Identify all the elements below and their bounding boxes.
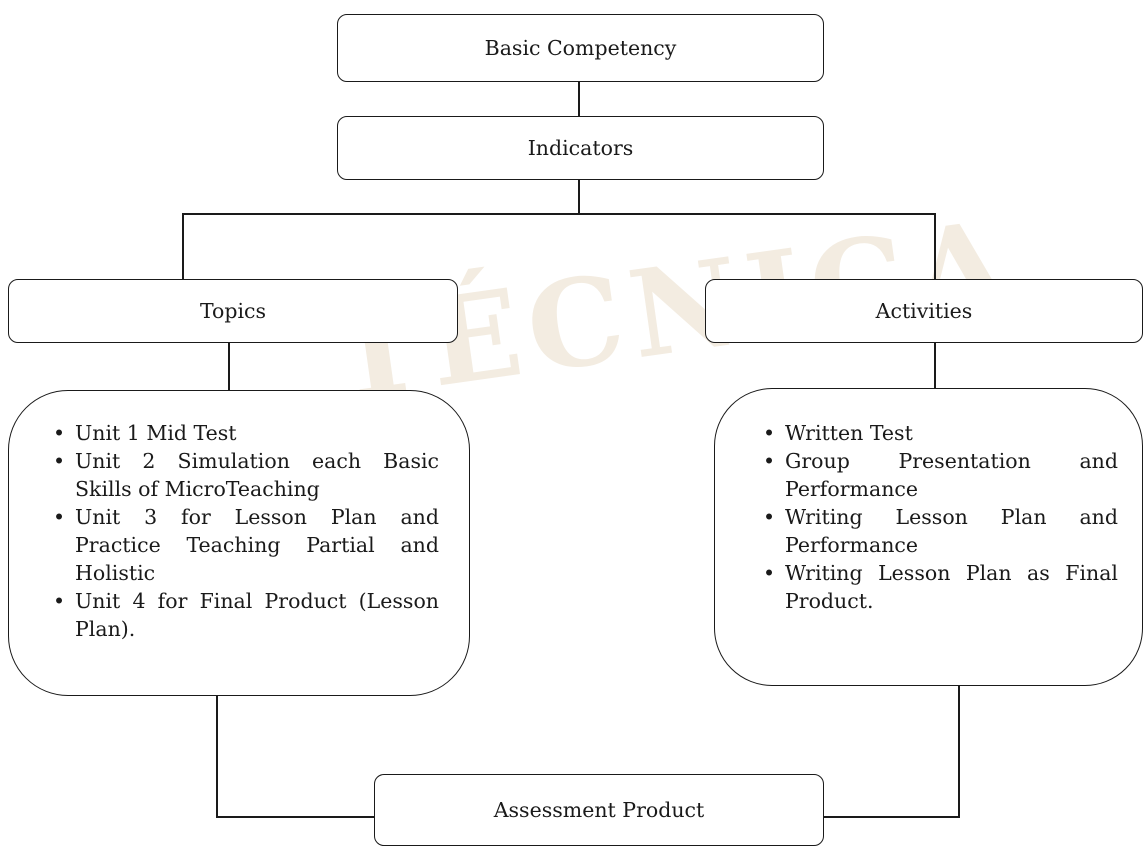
connector-topics-assessment-horizontal [216, 816, 374, 818]
activities-list-item: Group Presentation and Performance [763, 447, 1118, 503]
topics-list-item: Unit 2 Simulation each Basic Skills of M… [53, 447, 439, 503]
connector-topics-list [228, 343, 230, 390]
connector-activities-assessment-vertical [958, 686, 960, 818]
activities-list: Written Test Group Presentation and Perf… [763, 419, 1118, 615]
connector-topics-assessment-vertical [216, 696, 218, 818]
activities-list-item: Writing Lesson Plan as Final Product. [763, 559, 1118, 615]
activities-list-item: Written Test [763, 419, 1118, 447]
topics-label: Topics [199, 299, 267, 323]
topics-box: Topics [8, 279, 458, 343]
activities-box: Activities [705, 279, 1143, 343]
basic-competency-label: Basic Competency [484, 36, 677, 60]
topics-list-item: Unit 4 for Final Product (Lesson Plan). [53, 587, 439, 643]
connector-competency-indicators [578, 82, 580, 116]
topics-list-item: Unit 3 for Lesson Plan and Practice Teac… [53, 503, 439, 587]
connector-activities-list [934, 343, 936, 388]
topics-list: Unit 1 Mid Test Unit 2 Simulation each B… [53, 419, 439, 643]
indicators-label: Indicators [527, 136, 634, 160]
assessment-product-label: Assessment Product [493, 798, 705, 822]
basic-competency-box: Basic Competency [337, 14, 824, 82]
connector-branch-right [934, 213, 936, 279]
activities-list-item: Writing Lesson Plan and Performance [763, 503, 1118, 559]
activities-list-box: Written Test Group Presentation and Perf… [714, 388, 1143, 686]
activities-label: Activities [875, 299, 973, 323]
indicators-box: Indicators [337, 116, 824, 180]
assessment-product-box: Assessment Product [374, 774, 824, 846]
connector-branch-left [182, 213, 184, 279]
connector-branch-horizontal [182, 213, 936, 215]
topics-list-box: Unit 1 Mid Test Unit 2 Simulation each B… [8, 390, 470, 696]
topics-list-item: Unit 1 Mid Test [53, 419, 439, 447]
connector-indicators-down [578, 180, 580, 214]
connector-activities-assessment-horizontal [822, 816, 960, 818]
